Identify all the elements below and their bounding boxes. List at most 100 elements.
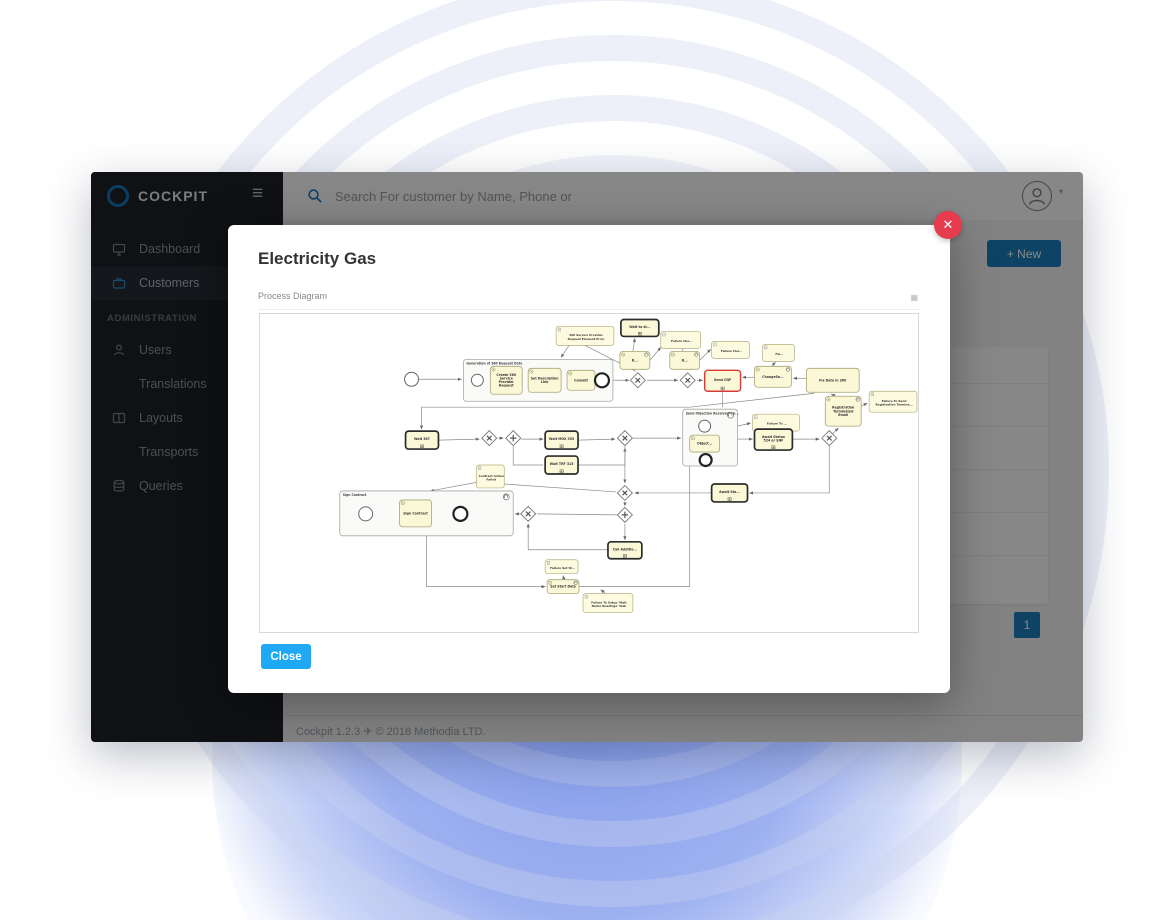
sidebar-item-queries[interactable]: Queries [91, 469, 283, 503]
bpmn-node-13[interactable]: R... [669, 350, 701, 370]
bpmn-node-37[interactable]: Sign Contract [399, 499, 432, 528]
bpmn-node-43[interactable]: Call Additio... [607, 540, 643, 560]
flow-edge [579, 409, 691, 588]
briefcase-icon [112, 278, 126, 289]
flow-edge [578, 447, 627, 466]
svg-text:Set Start Date: Set Start Date [550, 585, 576, 589]
flow-edge [562, 575, 566, 580]
panel-menu-icon[interactable]: ▦ [910, 293, 918, 302]
bpmn-node-6[interactable] [593, 372, 611, 389]
bpmn-node-39[interactable] [520, 505, 537, 522]
bpmn-node-45[interactable]: Set Start Date [546, 579, 580, 595]
bpmn-node-0[interactable] [404, 371, 420, 387]
flow-edge [771, 362, 776, 367]
cockpit-logo-icon [107, 185, 129, 207]
search-input[interactable] [333, 187, 667, 205]
svg-text:Wait 367: Wait 367 [414, 437, 430, 441]
bpmn-node-10[interactable]: Wait to st... [620, 318, 660, 338]
flow-edge [430, 481, 479, 492]
svg-text:Fix Data in 360: Fix Data in 360 [819, 378, 847, 382]
sidebar-item-label: Customers [139, 276, 200, 290]
bpmn-node-11[interactable]: Failure Che... [660, 331, 702, 349]
bpmn-node-15[interactable]: Send CNF [703, 369, 742, 392]
database-icon [113, 479, 125, 492]
bpmn-node-5[interactable]: Commit [566, 369, 596, 391]
flow-edge [438, 437, 480, 441]
bpmn-node-32[interactable] [481, 429, 498, 447]
bpmn-node-41[interactable] [616, 506, 634, 523]
bpmn-node-33[interactable]: Wait 367 [404, 430, 440, 450]
bpmn-node-26[interactable]: Object... [689, 434, 721, 453]
hamburger-menu-icon[interactable]: ≡ [252, 183, 264, 204]
svg-text:Failure To ...: Failure To ... [767, 422, 787, 426]
bpmn-node-38[interactable] [452, 505, 469, 522]
bpmn-node-27[interactable] [698, 452, 713, 468]
bpmn-node-8[interactable] [629, 372, 646, 389]
sidebar-item-users[interactable]: Users [91, 333, 283, 367]
svg-text:Failure Cha...: Failure Cha... [721, 349, 743, 353]
sidebar-item-label: Layouts [139, 411, 183, 425]
svg-text:Fai...: Fai... [775, 352, 783, 356]
svg-text:Failure Set St...: Failure Set St... [550, 566, 575, 570]
bpmn-node-42[interactable]: Await Sta... [710, 483, 749, 503]
svg-text:Await Sta...: Await Sta... [719, 490, 740, 494]
pagination-page-1[interactable]: 1 [1014, 612, 1040, 638]
diagram-modal: ✕ Electricity Gas Process Diagram ▦ Gene… [228, 211, 962, 693]
svg-text:Sign Contract: Sign Contract [343, 493, 367, 497]
flow-edge [578, 437, 616, 441]
sidebar-item-translations[interactable]: Translations [91, 367, 283, 401]
bpmn-node-21[interactable] [821, 429, 838, 447]
bpmn-node-36[interactable] [358, 506, 374, 522]
bpmn-node-9[interactable]: R... [619, 350, 651, 370]
sidebar-item-transports[interactable]: Transports [91, 435, 283, 469]
svg-text:ChangeSe...: ChangeSe... [762, 375, 784, 379]
svg-text:Sign Contract: Sign Contract [403, 511, 428, 515]
bpmn-node-30[interactable]: Wait TRF 315 [544, 455, 579, 475]
svg-text:Wait TRF 315: Wait TRF 315 [550, 462, 574, 466]
sidebar-item-label: Users [139, 343, 172, 357]
sidebar-item-layouts[interactable]: Layouts [91, 401, 283, 435]
svg-text:Call Additio...: Call Additio... [613, 547, 637, 551]
bpmn-node-17[interactable]: Fai... [762, 344, 795, 362]
sidebar-item-label: Translations [139, 377, 207, 391]
bpmn-node-29[interactable]: Wait MOX 355 [544, 430, 579, 450]
svg-text:Wait MOX 355: Wait MOX 355 [549, 437, 574, 441]
logo-row: COCKPIT ≡ [91, 172, 283, 220]
bpmn-node-12[interactable] [679, 372, 696, 389]
bpmn-node-28[interactable] [616, 429, 634, 447]
avatar[interactable] [1022, 181, 1052, 211]
bpmn-node-40[interactable] [616, 484, 634, 502]
new-button[interactable]: + New [987, 240, 1061, 267]
bpmn-node-44[interactable]: Failure Set St... [544, 559, 579, 575]
brand-name: COCKPIT [138, 188, 208, 204]
svg-text:R...: R... [682, 358, 688, 362]
bpmn-node-14[interactable]: Failure Cha... [711, 341, 750, 359]
bpmn-node-2[interactable] [470, 373, 484, 387]
sidebar-item-dashboard[interactable]: Dashboard [91, 232, 283, 266]
bpmn-node-16[interactable]: ChangeSe... [754, 365, 792, 388]
close-button[interactable]: Close [261, 644, 311, 669]
bpmn-node-18[interactable]: Fix Data in 360 [805, 367, 860, 393]
bpmn-node-25[interactable] [698, 419, 712, 433]
bpmn-node-31[interactable] [505, 429, 522, 447]
modal-close-icon[interactable]: ✕ [934, 211, 962, 239]
avatar-caret-icon[interactable]: ▾ [1058, 187, 1063, 196]
flow-edge [861, 402, 868, 407]
panel-title: Process Diagram [258, 291, 328, 301]
flow-edge [504, 483, 616, 493]
desktop-icon [112, 243, 126, 256]
